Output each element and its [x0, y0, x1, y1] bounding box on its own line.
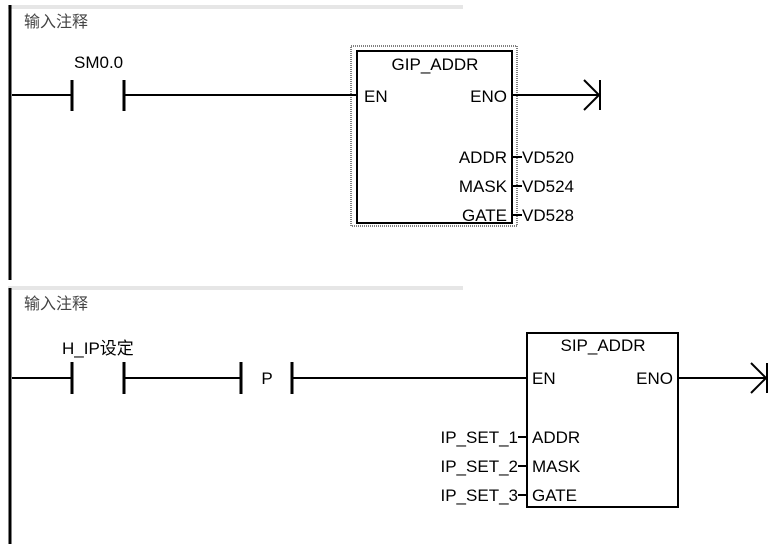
addr-operand[interactable]: VD520 [522, 148, 574, 167]
normally-open-contact[interactable] [70, 362, 126, 394]
sip-addr-box[interactable]: SIP_ADDR EN ENO ADDR MASK GATE [526, 332, 679, 508]
mask-pin: MASK [459, 177, 508, 196]
network-comment[interactable]: 输入注释 [24, 13, 88, 31]
instruction-box-frame [526, 332, 679, 508]
edge-label: P [261, 369, 272, 388]
normally-open-contact[interactable] [70, 80, 126, 111]
network-header-band [8, 286, 463, 290]
gate-operand[interactable]: VD528 [522, 206, 574, 225]
output-arrow-icon [750, 362, 768, 394]
gip-addr-box[interactable]: GIP_ADDR EN ENO ADDR MASK GATE [350, 45, 518, 227]
box-title: GIP_ADDR [392, 55, 479, 74]
gate-pin: GATE [462, 206, 507, 225]
positive-edge-contact[interactable]: P [239, 362, 294, 394]
contact-label: H_IP设定 [62, 339, 134, 358]
mask-pin: MASK [532, 457, 581, 476]
selection-outline [350, 45, 518, 227]
contact-label: SM0.0 [74, 53, 123, 72]
network-2[interactable]: 输入注释 H_IP设定 P SIP_ADDR EN ENO ADDR MASK … [8, 286, 768, 544]
addr-pin: ADDR [459, 148, 507, 167]
network-header-band [8, 5, 463, 9]
gate-pin: GATE [532, 486, 577, 505]
output-arrow-icon [583, 79, 601, 111]
mask-operand[interactable]: VD524 [522, 177, 574, 196]
eno-pin: ENO [636, 369, 673, 388]
network-1[interactable]: 输入注释 SM0.0 GIP_ADDR EN ENO ADDR MASK GAT… [8, 5, 601, 280]
en-pin: EN [532, 369, 556, 388]
network-comment[interactable]: 输入注释 [24, 295, 88, 313]
en-pin: EN [364, 87, 388, 106]
gate-operand[interactable]: IP_SET_3 [441, 486, 519, 505]
mask-operand[interactable]: IP_SET_2 [441, 457, 519, 476]
box-title: SIP_ADDR [560, 336, 645, 355]
eno-pin: ENO [470, 87, 507, 106]
addr-pin: ADDR [532, 428, 580, 447]
instruction-box-frame [356, 50, 513, 224]
addr-operand[interactable]: IP_SET_1 [441, 428, 519, 447]
